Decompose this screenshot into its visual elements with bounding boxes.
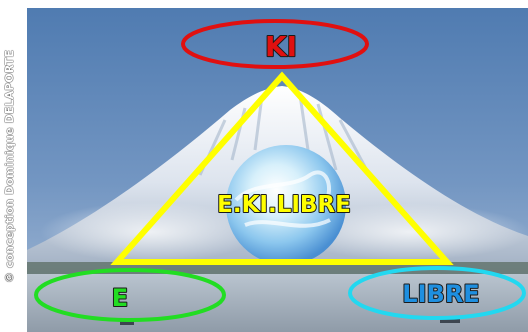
center-label: E.KI.LIBRE <box>217 192 351 218</box>
credit-text: © conception Dominique DELAPORTE <box>3 49 16 283</box>
boat <box>440 318 460 323</box>
node-top-ellipse <box>181 19 369 69</box>
mist-left <box>40 202 260 262</box>
mountain-ridges <box>198 94 374 181</box>
node-right-label: LIBRE <box>402 280 479 308</box>
boat-small <box>120 321 134 325</box>
node-left-label: E <box>112 284 128 312</box>
sphere <box>226 145 346 265</box>
mist-right <box>290 204 528 260</box>
left-white-border <box>0 0 27 332</box>
sphere-swirl <box>234 170 331 228</box>
node-left-ellipse <box>34 268 226 322</box>
node-right-ellipse <box>348 266 526 320</box>
triangle <box>110 71 454 265</box>
node-top-label: KI <box>265 30 297 63</box>
globe-sphere <box>226 145 346 265</box>
top-white-border <box>0 0 528 8</box>
